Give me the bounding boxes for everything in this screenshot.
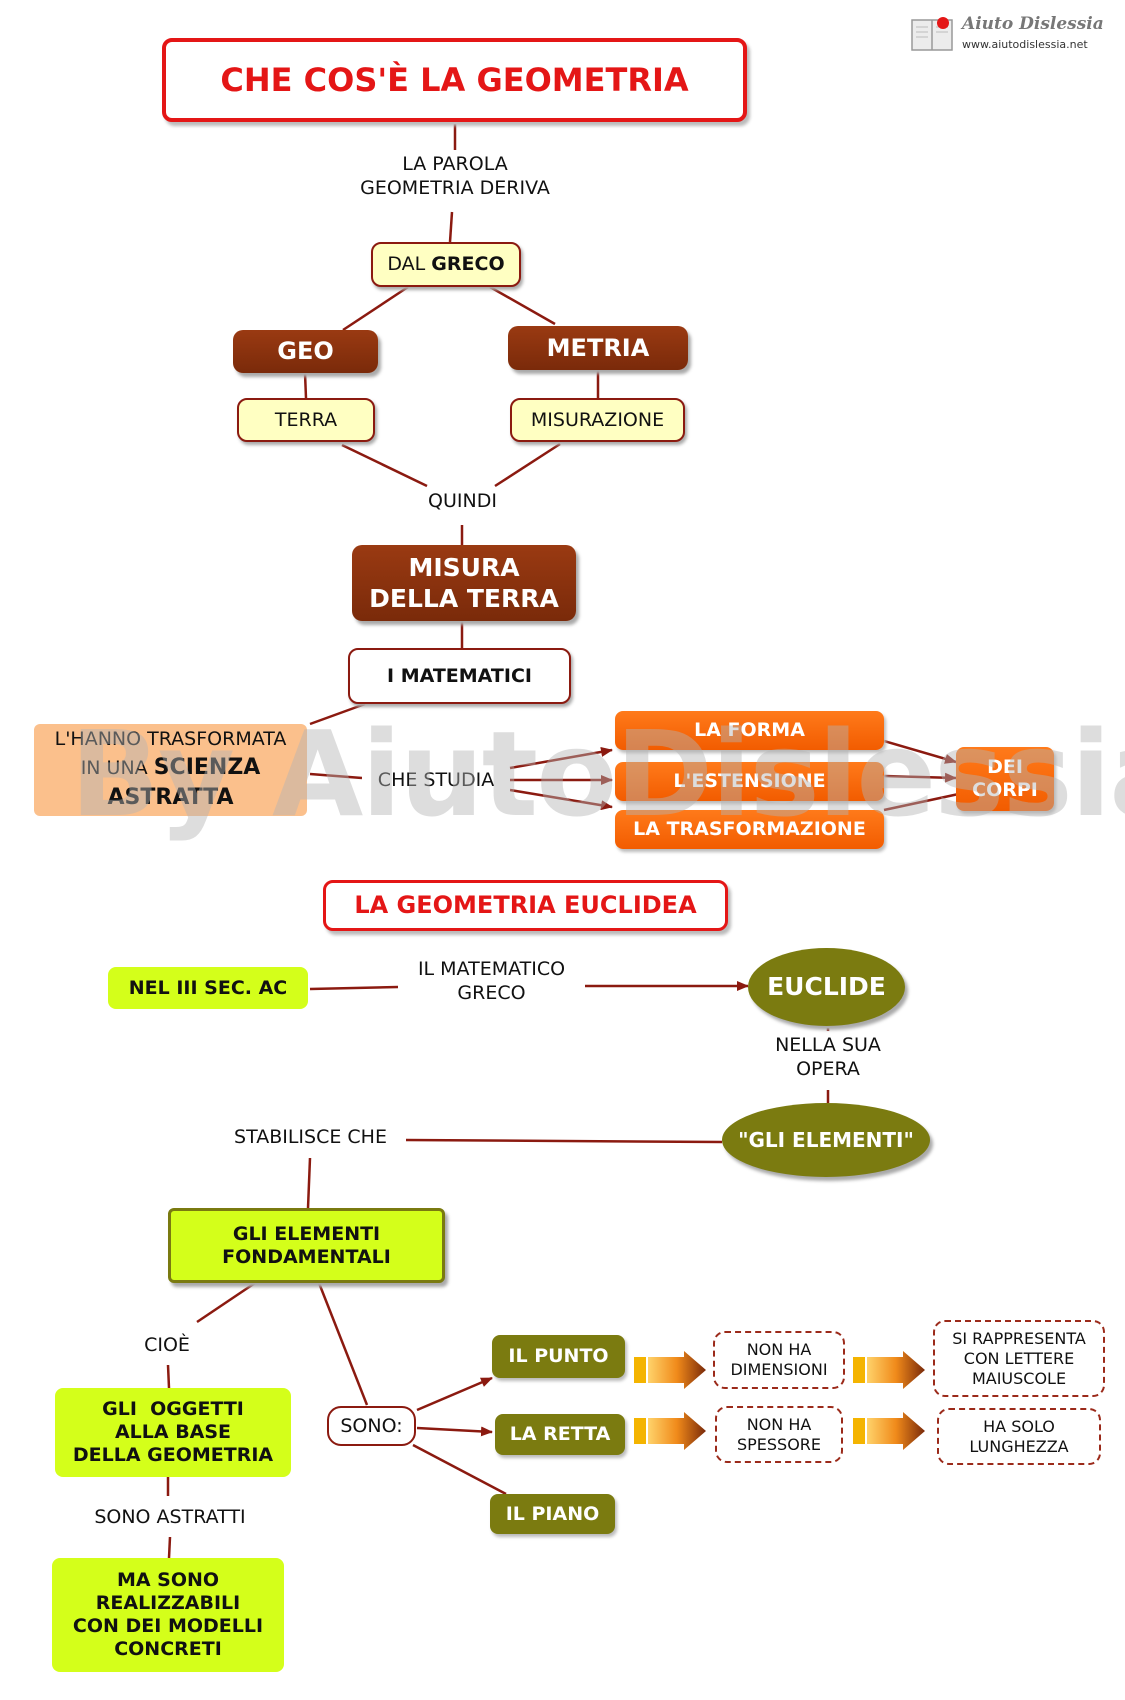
node-gli-elementi: "GLI ELEMENTI" <box>722 1103 930 1177</box>
node-trasformazione: LA TRASFORMAZIONE <box>615 810 884 849</box>
label-che-studia: CHE STUDIA <box>362 769 510 793</box>
node-scienza-astratta: L'HANNO TRASFORMATA IN UNA SCIENZA ASTRA… <box>34 724 307 816</box>
logo-url: www.aiutodislessia.net <box>962 38 1088 51</box>
book-icon <box>910 14 956 54</box>
main-title: CHE COS'È LA GEOMETRIA <box>162 38 747 122</box>
label-sono-astratti: SONO ASTRATTI <box>75 1506 265 1530</box>
node-euclide: EUCLIDE <box>748 948 905 1026</box>
node-il-piano: IL PIANO <box>490 1494 615 1534</box>
label-quindi: QUINDI <box>405 490 520 514</box>
node-metria: METRIA <box>508 326 688 370</box>
site-logo[interactable]: Aiuto Dislessia www.aiutodislessia.net <box>910 14 1104 56</box>
node-terra: TERRA <box>237 398 375 442</box>
node-il-punto: IL PUNTO <box>492 1335 625 1378</box>
node-dal-greco: DAL GRECO <box>371 242 521 287</box>
node-sono: SONO: <box>327 1406 416 1446</box>
node-nel-iii-sec: NEL III SEC. AC <box>108 967 308 1009</box>
node-i-matematici: I MATEMATICI <box>348 648 571 704</box>
label-cioe: CIOÈ <box>128 1334 206 1358</box>
node-estensione: L'ESTENSIONE <box>615 762 884 801</box>
label-stabilisce-che: STABILISCE CHE <box>215 1126 406 1150</box>
section-title-euclidea: LA GEOMETRIA EUCLIDEA <box>323 880 728 931</box>
node-la-forma: LA FORMA <box>615 711 884 750</box>
node-la-retta: LA RETTA <box>495 1414 625 1455</box>
node-misurazione: MISURAZIONE <box>510 398 685 442</box>
node-geo: GEO <box>233 330 378 373</box>
logo-title: Aiuto Dislessia <box>962 14 1104 34</box>
